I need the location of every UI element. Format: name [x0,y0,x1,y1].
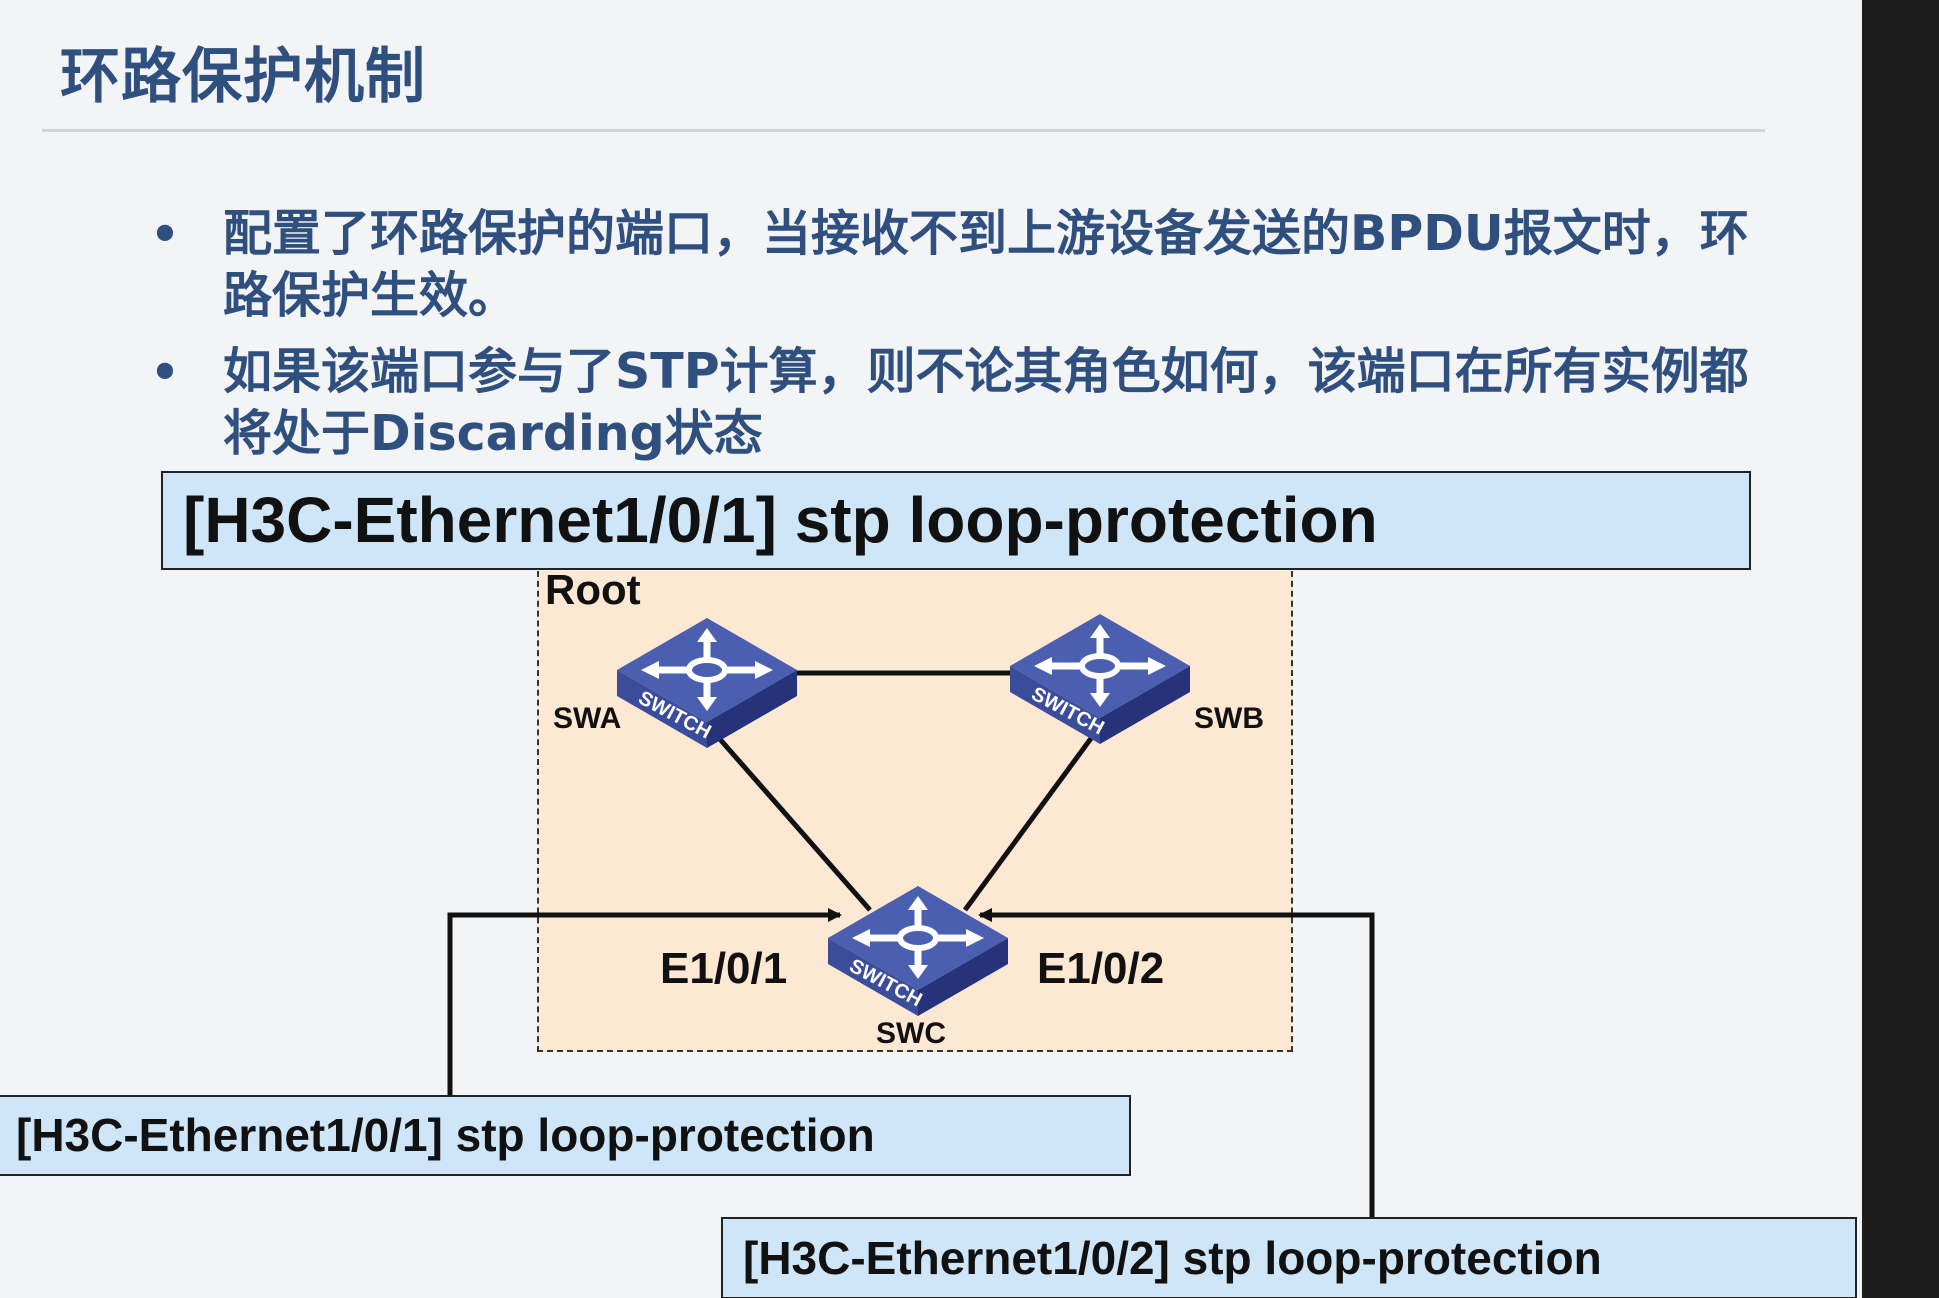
bullet-marker: • [150,345,180,399]
switch-label-swc: SWC [876,1017,946,1050]
arrow-to-port-e1-0-2 [978,908,1375,1217]
title-divider [42,129,1765,132]
port-label-e1-0-1: E1/0/1 [660,944,788,993]
bullet-item: • 如果该端口参与了STP计算，则不论其角色如何，该端口在所有实例都将处于Dis… [150,341,1750,465]
link-swb-swc [962,735,1095,912]
switch-icon: SWITCH [828,886,1008,1016]
arrow-to-port-e1-0-1 [447,908,842,1095]
bullet-item: • 配置了环路保护的端口，当接收不到上游设备发送的BPDU报文时，环路保护生效。 [150,203,1750,327]
bullet-marker: • [150,207,180,261]
bullet-list: • 配置了环路保护的端口，当接收不到上游设备发送的BPDU报文时，环路保护生效。… [150,203,1750,479]
switch-icon: SWITCH [617,618,797,748]
link-swa-swc [716,735,872,912]
switch-label-swb: SWB [1194,702,1264,735]
topology-diagram: SWITCH SWITCH SWITCH [447,0,1375,1217]
switch-label-swa: SWA [553,702,622,735]
slide: 环路保护机制 • 配置了环路保护的端口，当接收不到上游设备发送的BPDU报文时，… [0,0,1862,1298]
bullet-text: 如果该端口参与了STP计算，则不论其角色如何，该端口在所有实例都将处于Disca… [223,343,1749,462]
bullet-text: 配置了环路保护的端口，当接收不到上游设备发送的BPDU报文时，环路保护生效。 [223,205,1749,324]
command-box-port2: [H3C-Ethernet1/0/2] stp loop-protection [721,1217,1857,1298]
slide-title: 环路保护机制 [60,42,426,112]
command-box-main: [H3C-Ethernet1/0/1] stp loop-protection [161,471,1751,570]
port-label-e1-0-2: E1/0/2 [1037,944,1165,993]
root-label: Root [545,566,641,613]
switch-icon: SWITCH [1010,614,1190,744]
command-box-port1: [H3C-Ethernet1/0/1] stp loop-protection [0,1095,1131,1176]
